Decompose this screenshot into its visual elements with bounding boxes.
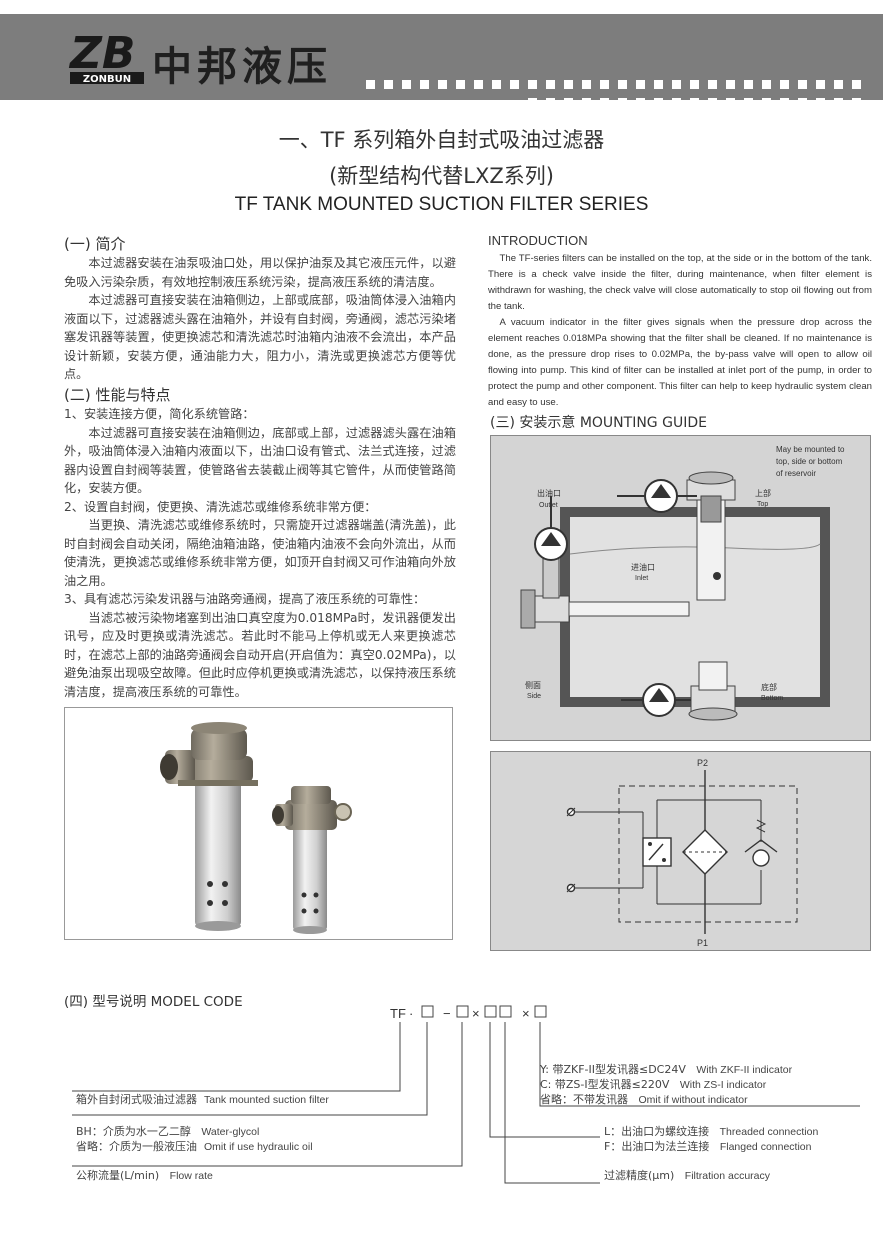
- side-label-cn: 侧面: [525, 680, 541, 690]
- model-code-heading: (四) 型号说明 MODEL CODE: [64, 994, 243, 1010]
- logo-subtext: ZONBUN: [83, 74, 131, 85]
- code-box-connection: [484, 1005, 497, 1018]
- mount-note-line3: of reservoir: [776, 469, 816, 478]
- intro-cn-text: 本过滤器安装在油泵吸油口处，用以保护油泵及其它液压元件，以避免吸入污染杂质，有效…: [64, 254, 456, 384]
- brand-name: 中邦液压: [152, 44, 332, 90]
- mounting-guide-heading: (三) 安装示意 MOUNTING GUIDE: [490, 415, 707, 431]
- code-dash: −: [443, 1006, 451, 1021]
- hydraulic-schematic: P2 P1: [490, 751, 871, 951]
- port-p2-label: P2: [697, 758, 708, 768]
- intro-en-p1: The TF-series filters can be installed o…: [488, 253, 872, 312]
- intro-cn-p1: 本过滤器安装在油泵吸油口处，用以保护油泵及其它液压元件，以避免吸入污染杂质，有效…: [64, 256, 456, 289]
- introduction-heading: INTRODUCTION: [488, 233, 588, 248]
- code-times-1: ×: [472, 1006, 480, 1021]
- feature-3-title: 3、具有滤芯污染发讯器与油路旁通阀，提高了液压系统的可靠性：: [64, 592, 426, 606]
- filter-product-illustration: [160, 722, 352, 934]
- zonbun-logo: ZB ZONBUN: [68, 28, 144, 85]
- inlet-label-cn: 进油口: [631, 562, 655, 572]
- indicator-y: Y: 带ZKF-II型发讯器≤DC24V With ZKF-II indicat…: [540, 1063, 793, 1076]
- top-label-cn: 上部: [755, 488, 771, 498]
- page-title-english: TF TANK MOUNTED SUCTION FILTER SERIES: [234, 194, 649, 215]
- feature-1-text: 本过滤器可直接安装在油箱侧边，底部或上部，过滤器滤头露在油箱外，吸油筒体浸入油箱…: [64, 425, 456, 496]
- mount-note-line2: top, side or bottom: [776, 457, 843, 466]
- model-code-diagram: TF · − × × Y: 带ZKF-II型发讯器≤DC24V With ZKF…: [60, 985, 860, 1185]
- page-title: 一、TF 系列箱外自封式吸油过滤器: [278, 128, 605, 152]
- outlet-label-en: Outlet: [539, 502, 558, 509]
- intro-en-p2: A vacuum indicator in the filter gives s…: [488, 317, 872, 408]
- logo-letters: ZB: [68, 28, 135, 79]
- code-dot: ·: [409, 1006, 413, 1021]
- media-bh: BH：介质为水一乙二醇 Water-glycol: [76, 1125, 260, 1138]
- header-band: [0, 14, 883, 107]
- feature-2-title: 2、设置自封阀，使更换、清洗滤芯或维修系统非常方便：: [64, 499, 377, 514]
- side-label-en: Side: [527, 693, 541, 700]
- section-intro-heading: (一) 简介: [64, 235, 126, 253]
- feature-3-text: 当滤芯被污染物堵塞到出油口真空度为0.018MPa时，发讯器便发出讯号，应及时更…: [64, 610, 456, 699]
- feature-1-title: 1、安装连接方便，简化系统管路：: [64, 407, 255, 421]
- indicator-c: C: 带ZS-I型发讯器≤220V With ZS-I indicator: [540, 1078, 767, 1091]
- mounting-guide-diagram: May be mounted to top, side or bottom of…: [490, 435, 871, 741]
- connection-l: L：出油口为螺纹连接 Threaded connection: [604, 1125, 819, 1138]
- code-times-2: ×: [522, 1006, 530, 1021]
- media-omit: 省略：介质为一般液压油 Omit if use hydraulic oil: [76, 1140, 313, 1153]
- port-p1-label: P1: [697, 938, 708, 948]
- inlet-label-en: Inlet: [635, 575, 648, 582]
- filtration-accuracy-label: 过滤精度(μm) Filtration accuracy: [604, 1169, 770, 1182]
- tank-mounted-label: 箱外自封闭式吸油过滤器 Tank mounted suction filter: [76, 1093, 329, 1106]
- header-dot-pattern: [366, 80, 861, 107]
- feature-2-text: 当更换、清洗滤芯或维修系统时，只需旋开过滤器端盖(清洗盖)，此时自封阀会自动关闭…: [64, 518, 456, 588]
- code-box-flow: [456, 1005, 469, 1018]
- code-prefix: TF: [390, 1006, 406, 1021]
- bottom-label-en: Bottom: [761, 695, 783, 702]
- outlet-label-cn: 出油口: [537, 488, 561, 498]
- code-box-accuracy: [499, 1005, 512, 1018]
- bottom-label-cn: 底部: [761, 682, 777, 692]
- code-box-indicator: [534, 1005, 547, 1018]
- mount-note-line1: May be mounted to: [776, 445, 845, 454]
- intro-cn-p2: 本过滤器可直接安装在油箱侧边，上部或底部，吸油筒体浸入油箱内液面以下，过滤器滤头…: [64, 293, 456, 381]
- code-box-media: [421, 1005, 434, 1018]
- product-photo: [64, 707, 453, 940]
- section-features-heading: (二) 性能与特点: [64, 386, 171, 404]
- page-subtitle: (新型结构代替LXZ系列): [329, 164, 554, 188]
- flow-rate-label: 公称流量(L/min) Flow rate: [76, 1169, 213, 1182]
- top-label-en: Top: [757, 501, 768, 508]
- connection-f: F：出油口为法兰连接 Flanged connection: [604, 1140, 812, 1153]
- introduction-en-text: The TF-series filters can be installed o…: [488, 251, 872, 411]
- indicator-omit: 省略：不带发讯器 Omit if without indicator: [540, 1093, 748, 1106]
- features-cn-text: 1、安装连接方便，简化系统管路： 本过滤器可直接安装在油箱侧边，底部或上部，过滤…: [64, 405, 456, 701]
